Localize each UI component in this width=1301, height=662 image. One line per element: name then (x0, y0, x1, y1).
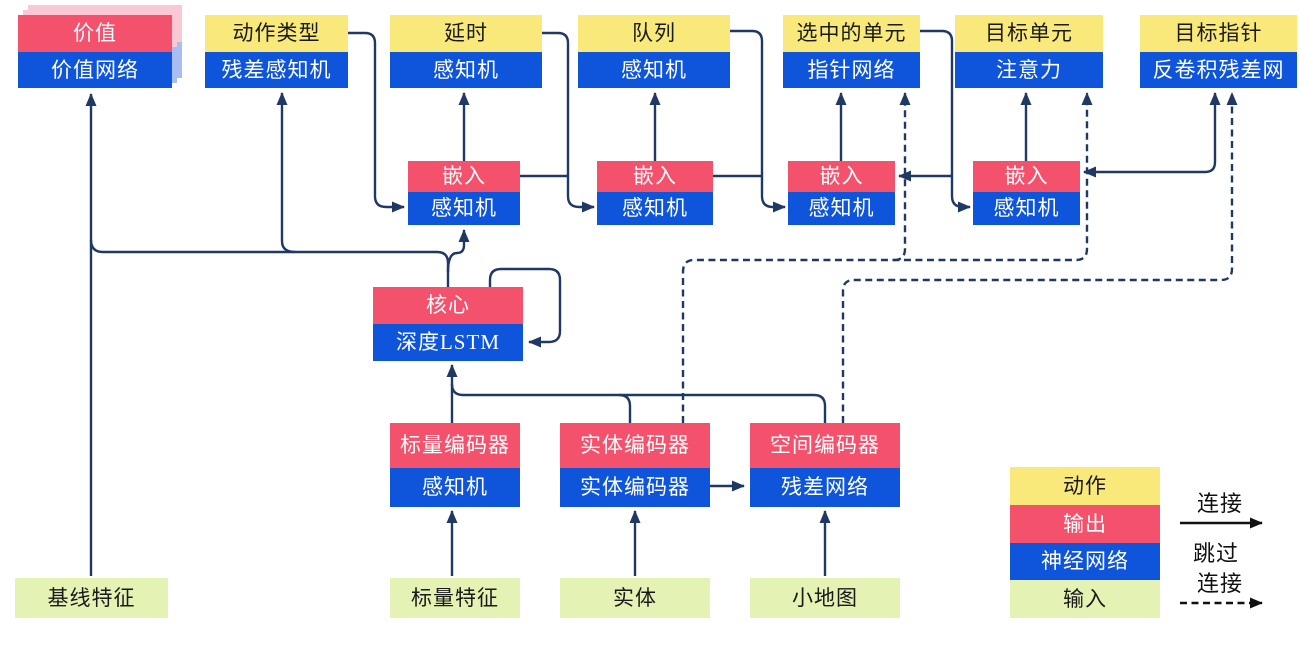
skip-branch-to-pointer (893, 92, 911, 262)
head-box-value: 价值 价值网络 (18, 15, 172, 88)
core-network-label: 深度LSTM (373, 324, 523, 361)
head-action-label: 动作类型 (205, 15, 348, 52)
wire-core-self-loop (488, 267, 562, 348)
input-box-entities: 实体 (560, 578, 710, 618)
legend-skip-label-line1: 跳过 (1192, 541, 1239, 566)
embedding-network-label: 感知机 (973, 192, 1080, 225)
skip-spatial-to-deconv (841, 92, 1238, 423)
core-box: 核心 深度LSTM (373, 287, 523, 361)
encoder-box-spatial: 空间编码器 残差网络 (750, 423, 900, 507)
embedding-label: 嵌入 (973, 161, 1080, 192)
encoder-box-entity: 实体编码器 实体编码器 (560, 423, 710, 507)
head-box-action-type: 动作类型 残差感知机 (205, 15, 348, 88)
skip-connections (681, 92, 1238, 423)
wire-delay-to-embed2 (542, 31, 595, 213)
head-network-label: 反卷积残差网 (1140, 52, 1297, 88)
head-box-queue: 队列 感知机 (578, 15, 730, 88)
legend-item-network: 神经网络 (1010, 543, 1160, 580)
head-action-label: 选中的单元 (783, 15, 920, 52)
core-label: 核心 (373, 287, 523, 324)
head-network-label: 感知机 (578, 52, 730, 88)
head-action-label: 目标单元 (955, 15, 1103, 52)
input-label: 实体 (560, 578, 710, 618)
wire-selected-to-embed4 (920, 29, 971, 213)
embedding-box-4: 嵌入 感知机 (973, 161, 1080, 225)
head-network-label: 注意力 (955, 52, 1103, 88)
input-box-baseline-features: 基线特征 (15, 578, 168, 618)
embedding-label: 嵌入 (408, 161, 520, 192)
embedding-network-label: 感知机 (788, 192, 895, 225)
wire-entity-to-bus (618, 393, 632, 423)
embedding-label: 嵌入 (788, 161, 895, 192)
wire-queue-to-embed3 (730, 29, 786, 213)
input-box-scalar-features: 标量特征 (390, 578, 520, 618)
wire-actiontype-to-embed1 (348, 31, 405, 213)
embedding-box-2: 嵌入 感知机 (597, 161, 713, 225)
head-output-label: 价值 (18, 15, 172, 52)
head-box-delay: 延时 感知机 (390, 15, 542, 88)
wire-core-left-bus (89, 239, 450, 287)
embedding-label: 嵌入 (597, 161, 713, 192)
legend-item-input: 输入 (1010, 580, 1160, 618)
head-action-label: 队列 (578, 15, 730, 52)
encoder-network-label: 感知机 (390, 468, 520, 507)
skip-entity-to-attention (681, 92, 1093, 423)
encoder-label: 标量编码器 (390, 423, 520, 468)
legend-skip-label-line2: 连接 (1196, 571, 1243, 596)
head-network-label: 指针网络 (783, 52, 920, 88)
head-network-label: 价值网络 (18, 52, 172, 88)
head-action-label: 延时 (390, 15, 542, 52)
embedding-network-label: 感知机 (597, 192, 713, 225)
wire-embed4-to-deconv (1083, 92, 1221, 178)
input-label: 标量特征 (390, 578, 520, 618)
head-box-target-unit: 目标单元 注意力 (955, 15, 1103, 88)
encoder-label: 实体编码器 (560, 423, 710, 468)
input-label: 基线特征 (15, 578, 168, 618)
legend-item-output: 输出 (1010, 505, 1160, 543)
wire-core-to-embed1 (446, 229, 470, 273)
embedding-box-1: 嵌入 感知机 (408, 161, 520, 225)
embedding-network-label: 感知机 (408, 192, 520, 225)
encoder-network-label: 实体编码器 (560, 468, 710, 507)
head-network-label: 感知机 (390, 52, 542, 88)
wire-bus-to-actiontype (276, 92, 296, 254)
legend-color-key: 动作 输出 神经网络 输入 (1010, 467, 1160, 618)
encoder-network-label: 残差网络 (750, 468, 900, 507)
embedding-box-3: 嵌入 感知机 (788, 161, 895, 225)
input-box-minimap: 小地图 (750, 578, 900, 618)
encoder-box-scalar: 标量编码器 感知机 (390, 423, 520, 507)
legend-item-action: 动作 (1010, 467, 1160, 505)
head-action-label: 目标指针 (1140, 15, 1297, 52)
wire-encoder-bus (450, 383, 827, 423)
head-network-label: 残差感知机 (205, 52, 348, 88)
head-box-selected-units: 选中的单元 指针网络 (783, 15, 920, 88)
solid-connections (85, 29, 1221, 576)
head-box-target-pointer: 目标指针 反卷积残差网 (1140, 15, 1297, 88)
encoder-label: 空间编码器 (750, 423, 900, 468)
input-label: 小地图 (750, 578, 900, 618)
legend-arrows (1180, 517, 1263, 609)
legend-connection-label: 连接 (1196, 491, 1243, 516)
